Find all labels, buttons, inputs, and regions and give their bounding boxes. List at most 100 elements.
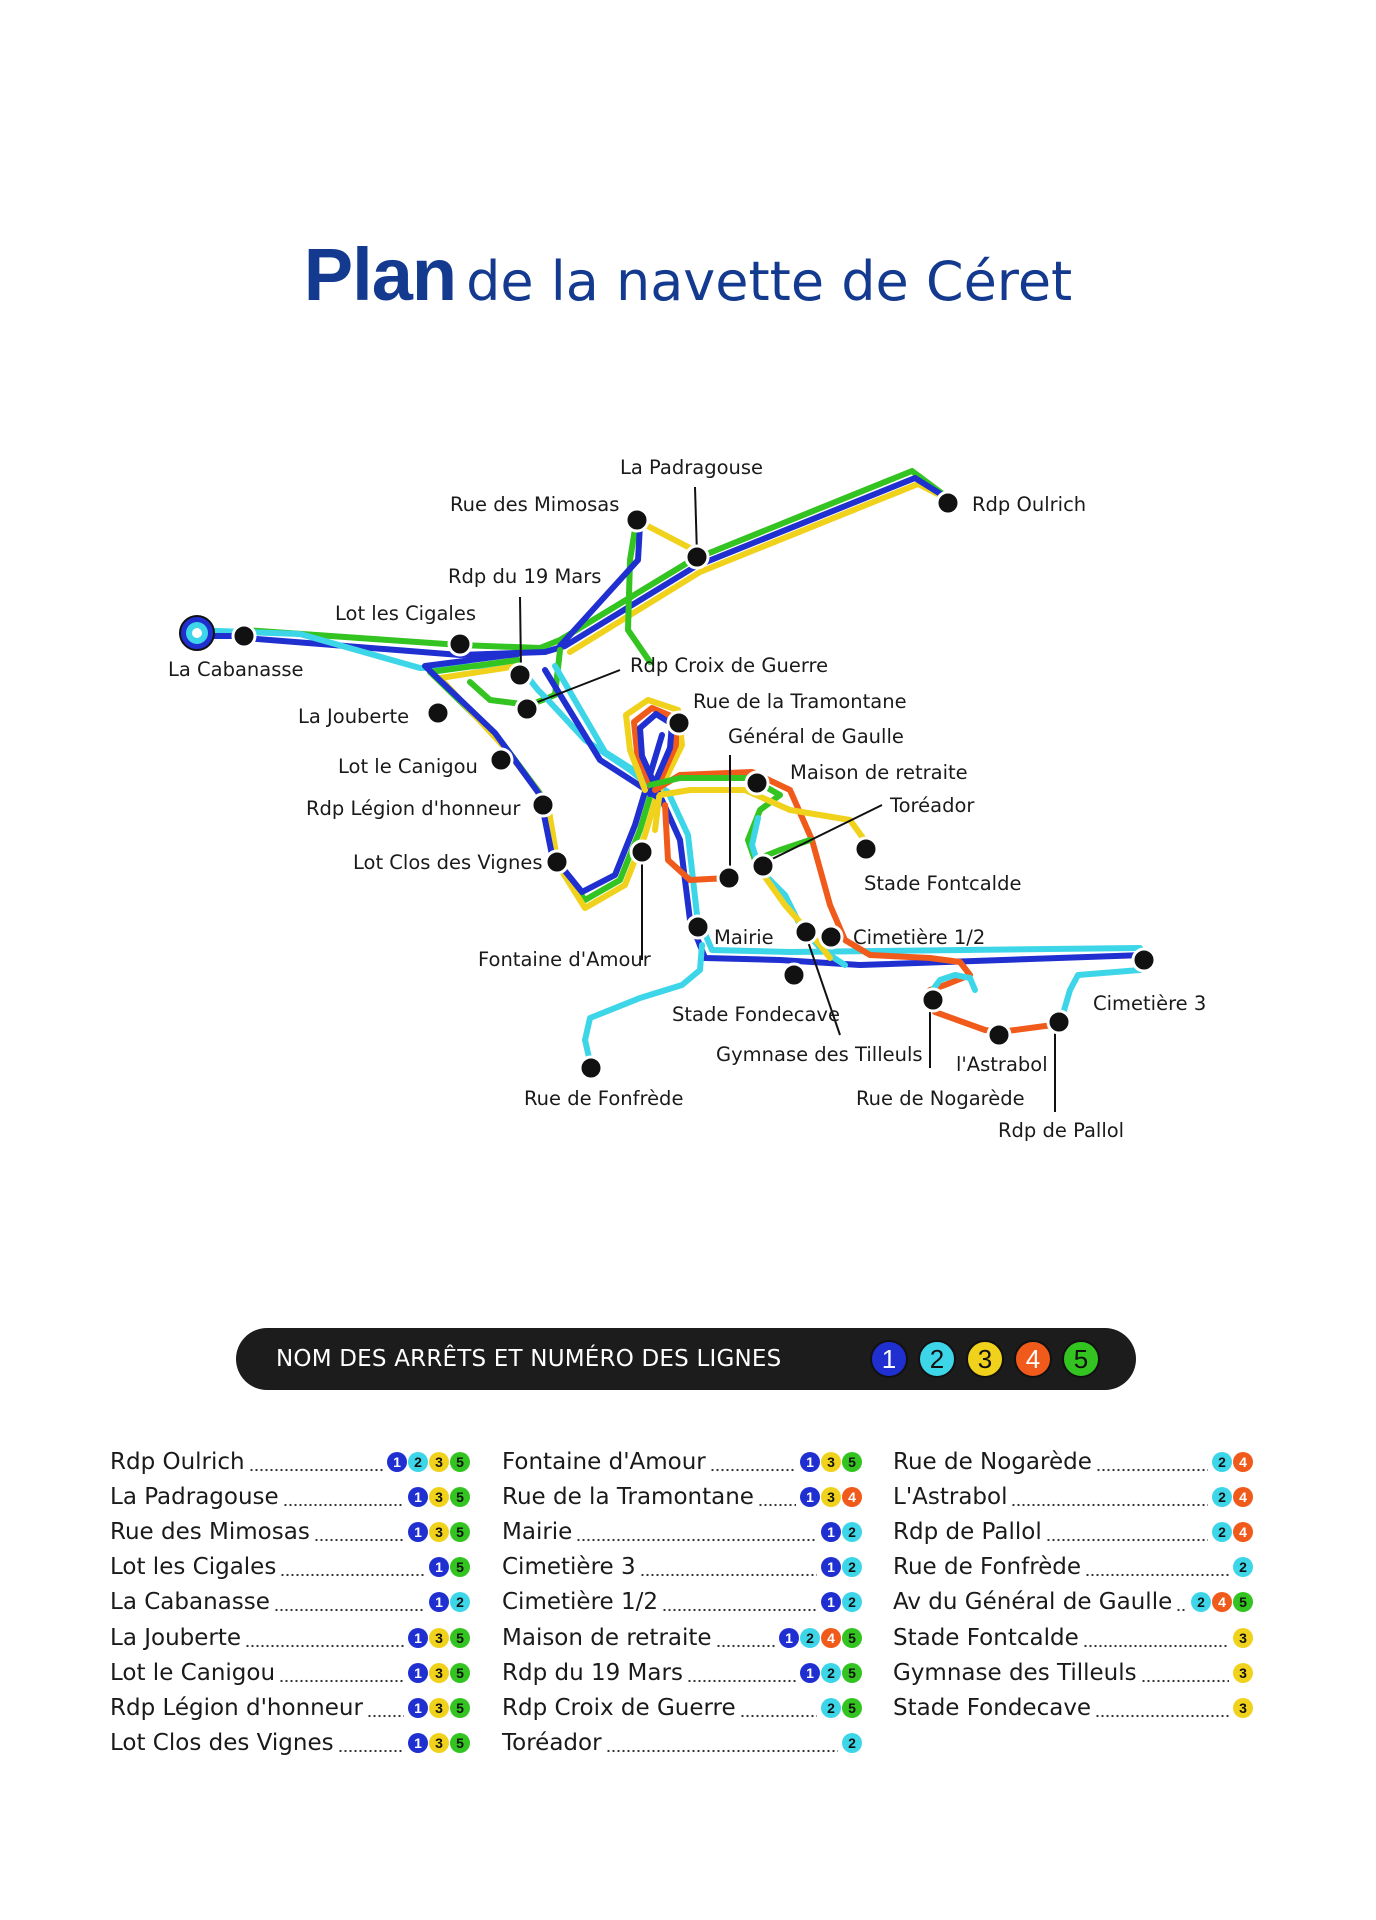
legend-line-2-badge: 2 <box>918 1340 956 1378</box>
station-rdp-croix-de-guerre[interactable] <box>514 696 540 722</box>
station-general-de-gaulle[interactable] <box>716 865 742 891</box>
line-5-badge: 5 <box>450 1486 470 1507</box>
station-rdp-19-mars[interactable] <box>507 662 533 688</box>
line-5-badge: 5 <box>450 1451 470 1472</box>
station-rue-des-mimosas[interactable] <box>624 507 650 533</box>
title-bold: Plan <box>303 233 457 316</box>
label-rdp-croix-de-guerre: Rdp Croix de Guerre <box>630 654 828 677</box>
station-rdp-oulrich[interactable] <box>935 490 961 516</box>
legend-line-1-badge: 1 <box>870 1340 908 1378</box>
line-1-badge: 1 <box>429 1557 449 1578</box>
line-3-badge: 3 <box>429 1486 449 1507</box>
station-lot-le-canigou[interactable] <box>488 747 514 773</box>
route-line-orange-tramontane <box>631 705 679 793</box>
stop-leader-dots <box>757 1486 796 1507</box>
station-cimetiere-3[interactable] <box>1131 947 1157 973</box>
station-stade-fontcalde[interactable] <box>853 836 879 862</box>
legend-line-5-badge: 5 <box>1062 1340 1100 1378</box>
station-mairie[interactable] <box>685 914 711 940</box>
stations <box>179 490 1157 1081</box>
label-gymnase-des-tilleuls: Gymnase des Tilleuls <box>716 1043 923 1066</box>
line-1-badge: 1 <box>821 1592 841 1613</box>
station-fontaine-damour[interactable] <box>629 839 655 865</box>
station-la-jouberte[interactable] <box>425 700 451 726</box>
line-3-badge: 3 <box>1233 1662 1253 1683</box>
line-2-badge: 2 <box>800 1627 820 1648</box>
leader-croix <box>529 669 621 706</box>
line-5-badge: 5 <box>842 1627 862 1648</box>
line-3-badge: 3 <box>429 1662 449 1683</box>
station-la-padragouse[interactable] <box>684 544 710 570</box>
line-5-badge: 5 <box>1233 1592 1253 1613</box>
station-maison-retraite[interactable] <box>744 770 770 796</box>
line-5-badge: 5 <box>450 1697 470 1718</box>
legend-line-3-badge: 3 <box>966 1340 1004 1378</box>
route-line-blue-mimosas <box>557 522 643 649</box>
line-3-badge: 3 <box>429 1697 449 1718</box>
line-3-badge: 3 <box>429 1733 449 1754</box>
line-4-badge: 4 <box>1233 1486 1253 1507</box>
stop-name: La Padragouse <box>110 1483 279 1510</box>
map-labels: La Padragouse Rdp Oulrich Rue des Mimosa… <box>168 456 1206 1142</box>
stop-name: Rdp Croix de Guerre <box>502 1694 736 1721</box>
stop-name: Lot le Canigou <box>110 1659 276 1686</box>
line-3-badge: 3 <box>1233 1627 1253 1648</box>
station-rue-tramontane[interactable] <box>666 710 692 736</box>
stop-leader-dots <box>576 1521 817 1542</box>
line-1-badge: 1 <box>408 1521 428 1542</box>
station-rdp-legion[interactable] <box>530 792 556 818</box>
station-toreador[interactable] <box>750 853 776 879</box>
station-lastrabol[interactable] <box>986 1022 1012 1048</box>
stop-name: Rdp Légion d'honneur <box>110 1694 363 1721</box>
label-fontaine-damour: Fontaine d'Amour <box>478 948 652 971</box>
line-2-badge: 2 <box>1212 1486 1232 1507</box>
stop-name: Toréador <box>502 1730 602 1757</box>
station-stade-fondecave[interactable] <box>781 962 807 988</box>
stop-leader-dots <box>245 1627 404 1648</box>
stop-name: La Cabanasse <box>110 1589 270 1616</box>
line-4-badge: 4 <box>1233 1451 1253 1472</box>
stop-line-badges: 2 <box>842 1733 862 1754</box>
label-rue-de-nogarede: Rue de Nogarède <box>856 1087 1025 1110</box>
station-lot-clos-des-vignes[interactable] <box>544 849 570 875</box>
label-mairie: Mairie <box>714 926 774 949</box>
line-3-badge: 3 <box>429 1521 449 1542</box>
stop-name: Cimetière 3 <box>502 1554 636 1581</box>
station-rue-nogarede[interactable] <box>920 987 946 1013</box>
line-2-badge: 2 <box>821 1697 841 1718</box>
label-general-de-gaulle: Général de Gaulle <box>728 725 904 748</box>
stop-name: L'Astrabol <box>893 1483 1008 1510</box>
line-1-badge: 1 <box>408 1697 428 1718</box>
line-1-badge: 1 <box>779 1627 799 1648</box>
stop-leader-dots <box>709 1451 796 1472</box>
label-cimetiere-12: Cimetière 1/2 <box>853 926 985 949</box>
stop-leader-dots <box>1095 1697 1229 1718</box>
station-la-cabanasse[interactable] <box>179 615 215 651</box>
label-la-cabanasse: La Cabanasse <box>168 658 304 681</box>
line-4-badge: 4 <box>821 1627 841 1648</box>
station-cimetiere-12[interactable] <box>818 924 844 950</box>
station-cabanasse-2[interactable] <box>231 623 257 649</box>
stop-line-badges: 3 <box>1233 1662 1253 1683</box>
station-gymnase[interactable] <box>793 919 819 945</box>
stop-leader-dots <box>1095 1451 1208 1472</box>
station-rue-fonfrede[interactable] <box>578 1055 604 1081</box>
station-lot-les-cigales[interactable] <box>447 631 473 657</box>
station-rdp-pallol[interactable] <box>1046 1009 1072 1035</box>
line-1-badge: 1 <box>800 1451 820 1472</box>
line-5-badge: 5 <box>450 1627 470 1648</box>
line-1-badge: 1 <box>408 1627 428 1648</box>
line-1-badge: 1 <box>387 1451 407 1472</box>
